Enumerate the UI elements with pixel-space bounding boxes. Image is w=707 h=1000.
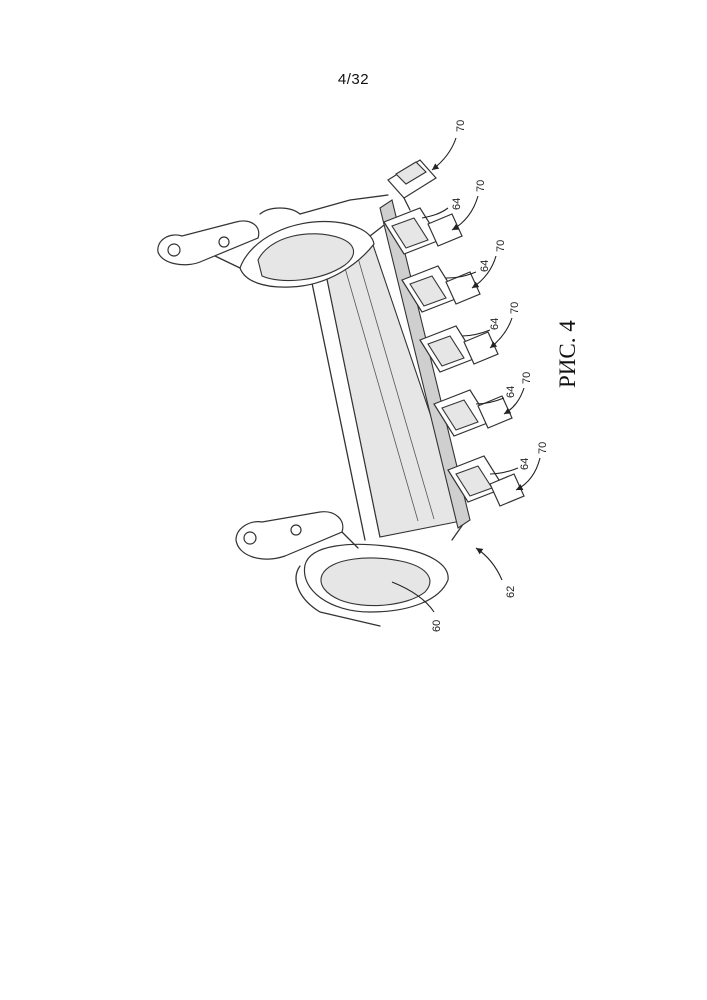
label-64-5: 64 — [519, 458, 531, 470]
label-70-4: 70 — [509, 302, 521, 314]
label-70-3: 70 — [495, 240, 507, 252]
reference-labels: 70 70 70 70 70 70 64 64 64 64 64 62 60 — [431, 120, 549, 632]
label-70-1: 70 — [455, 120, 467, 132]
label-60: 60 — [431, 620, 443, 632]
label-70-6: 70 — [537, 442, 549, 454]
label-64-3: 64 — [489, 318, 501, 330]
label-64-2: 64 — [479, 260, 491, 272]
label-70-5: 70 — [521, 372, 533, 384]
figure-caption: РИС. 4 — [555, 320, 580, 388]
label-70-2: 70 — [475, 180, 487, 192]
label-64-4: 64 — [505, 386, 517, 398]
label-64-1: 64 — [451, 198, 463, 210]
tooth-1 — [388, 160, 436, 210]
label-62: 62 — [505, 586, 517, 598]
